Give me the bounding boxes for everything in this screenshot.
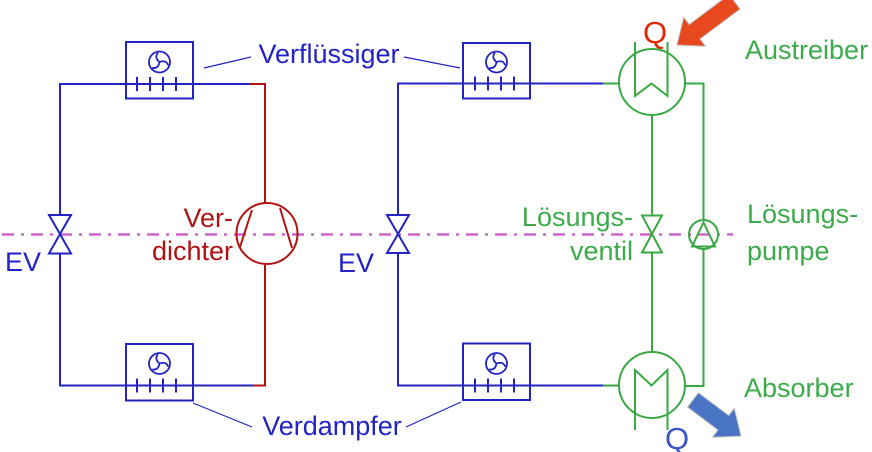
absorber-symbol bbox=[618, 351, 686, 430]
solution-pump-label-line2: pumpe bbox=[747, 236, 830, 266]
compression-cycle bbox=[47, 41, 253, 402]
condenser-label: Verflüssiger bbox=[258, 39, 399, 69]
solution-circuit-green bbox=[603, 42, 719, 430]
pipe-right-bottom bbox=[397, 253, 603, 387]
generator-label: Austreiber bbox=[745, 35, 868, 65]
pipe-discharge bbox=[250, 83, 266, 203]
pipe-right-top bbox=[397, 82, 603, 215]
heat-input-arrow-icon bbox=[676, 0, 741, 47]
heat-output-q-label: Q bbox=[665, 421, 689, 452]
fan-icon bbox=[148, 352, 171, 375]
ev-label-right: EV bbox=[338, 248, 374, 278]
fan-icon bbox=[485, 352, 508, 375]
ev-label-left: EV bbox=[5, 247, 41, 277]
condenser-right-unit bbox=[462, 42, 531, 100]
pipe-left-top bbox=[59, 83, 250, 215]
heat-output-arrow-icon bbox=[686, 392, 742, 438]
evaporator-label: Verdampfer bbox=[262, 411, 402, 441]
expansion-valve-left-symbol bbox=[47, 214, 73, 255]
absorption-cycle-blue bbox=[385, 42, 603, 401]
pipe-pump-down bbox=[685, 249, 705, 387]
fan-icon bbox=[148, 50, 171, 74]
solution-valve-label-line1: Lösungs- bbox=[522, 202, 633, 232]
heat-input-q-label: Q bbox=[643, 15, 667, 50]
callout-lines bbox=[192, 56, 462, 428]
pipe-left-bottom bbox=[59, 253, 253, 387]
generator-symbol bbox=[618, 42, 686, 116]
compressor-label-line1: Ver- bbox=[183, 203, 233, 233]
expansion-valve-right-symbol bbox=[385, 214, 411, 254]
condenser-left-unit bbox=[125, 41, 194, 100]
pipe-suction bbox=[253, 264, 266, 387]
solution-pump-label-line1: Lösungs- bbox=[747, 199, 858, 229]
solution-valve-label-line2: ventil bbox=[570, 236, 633, 266]
compressor-circuit-red bbox=[235, 83, 299, 387]
pipe-pump-up bbox=[685, 82, 705, 220]
evaporator-left-unit bbox=[125, 343, 194, 402]
absorber-label: Absorber bbox=[744, 373, 854, 403]
compressor-label-line2: dichter bbox=[152, 236, 233, 266]
compressor-symbol bbox=[235, 202, 299, 265]
solution-valve-symbol bbox=[640, 214, 664, 254]
evaporator-right-unit bbox=[462, 342, 531, 401]
fan-icon bbox=[485, 50, 508, 74]
